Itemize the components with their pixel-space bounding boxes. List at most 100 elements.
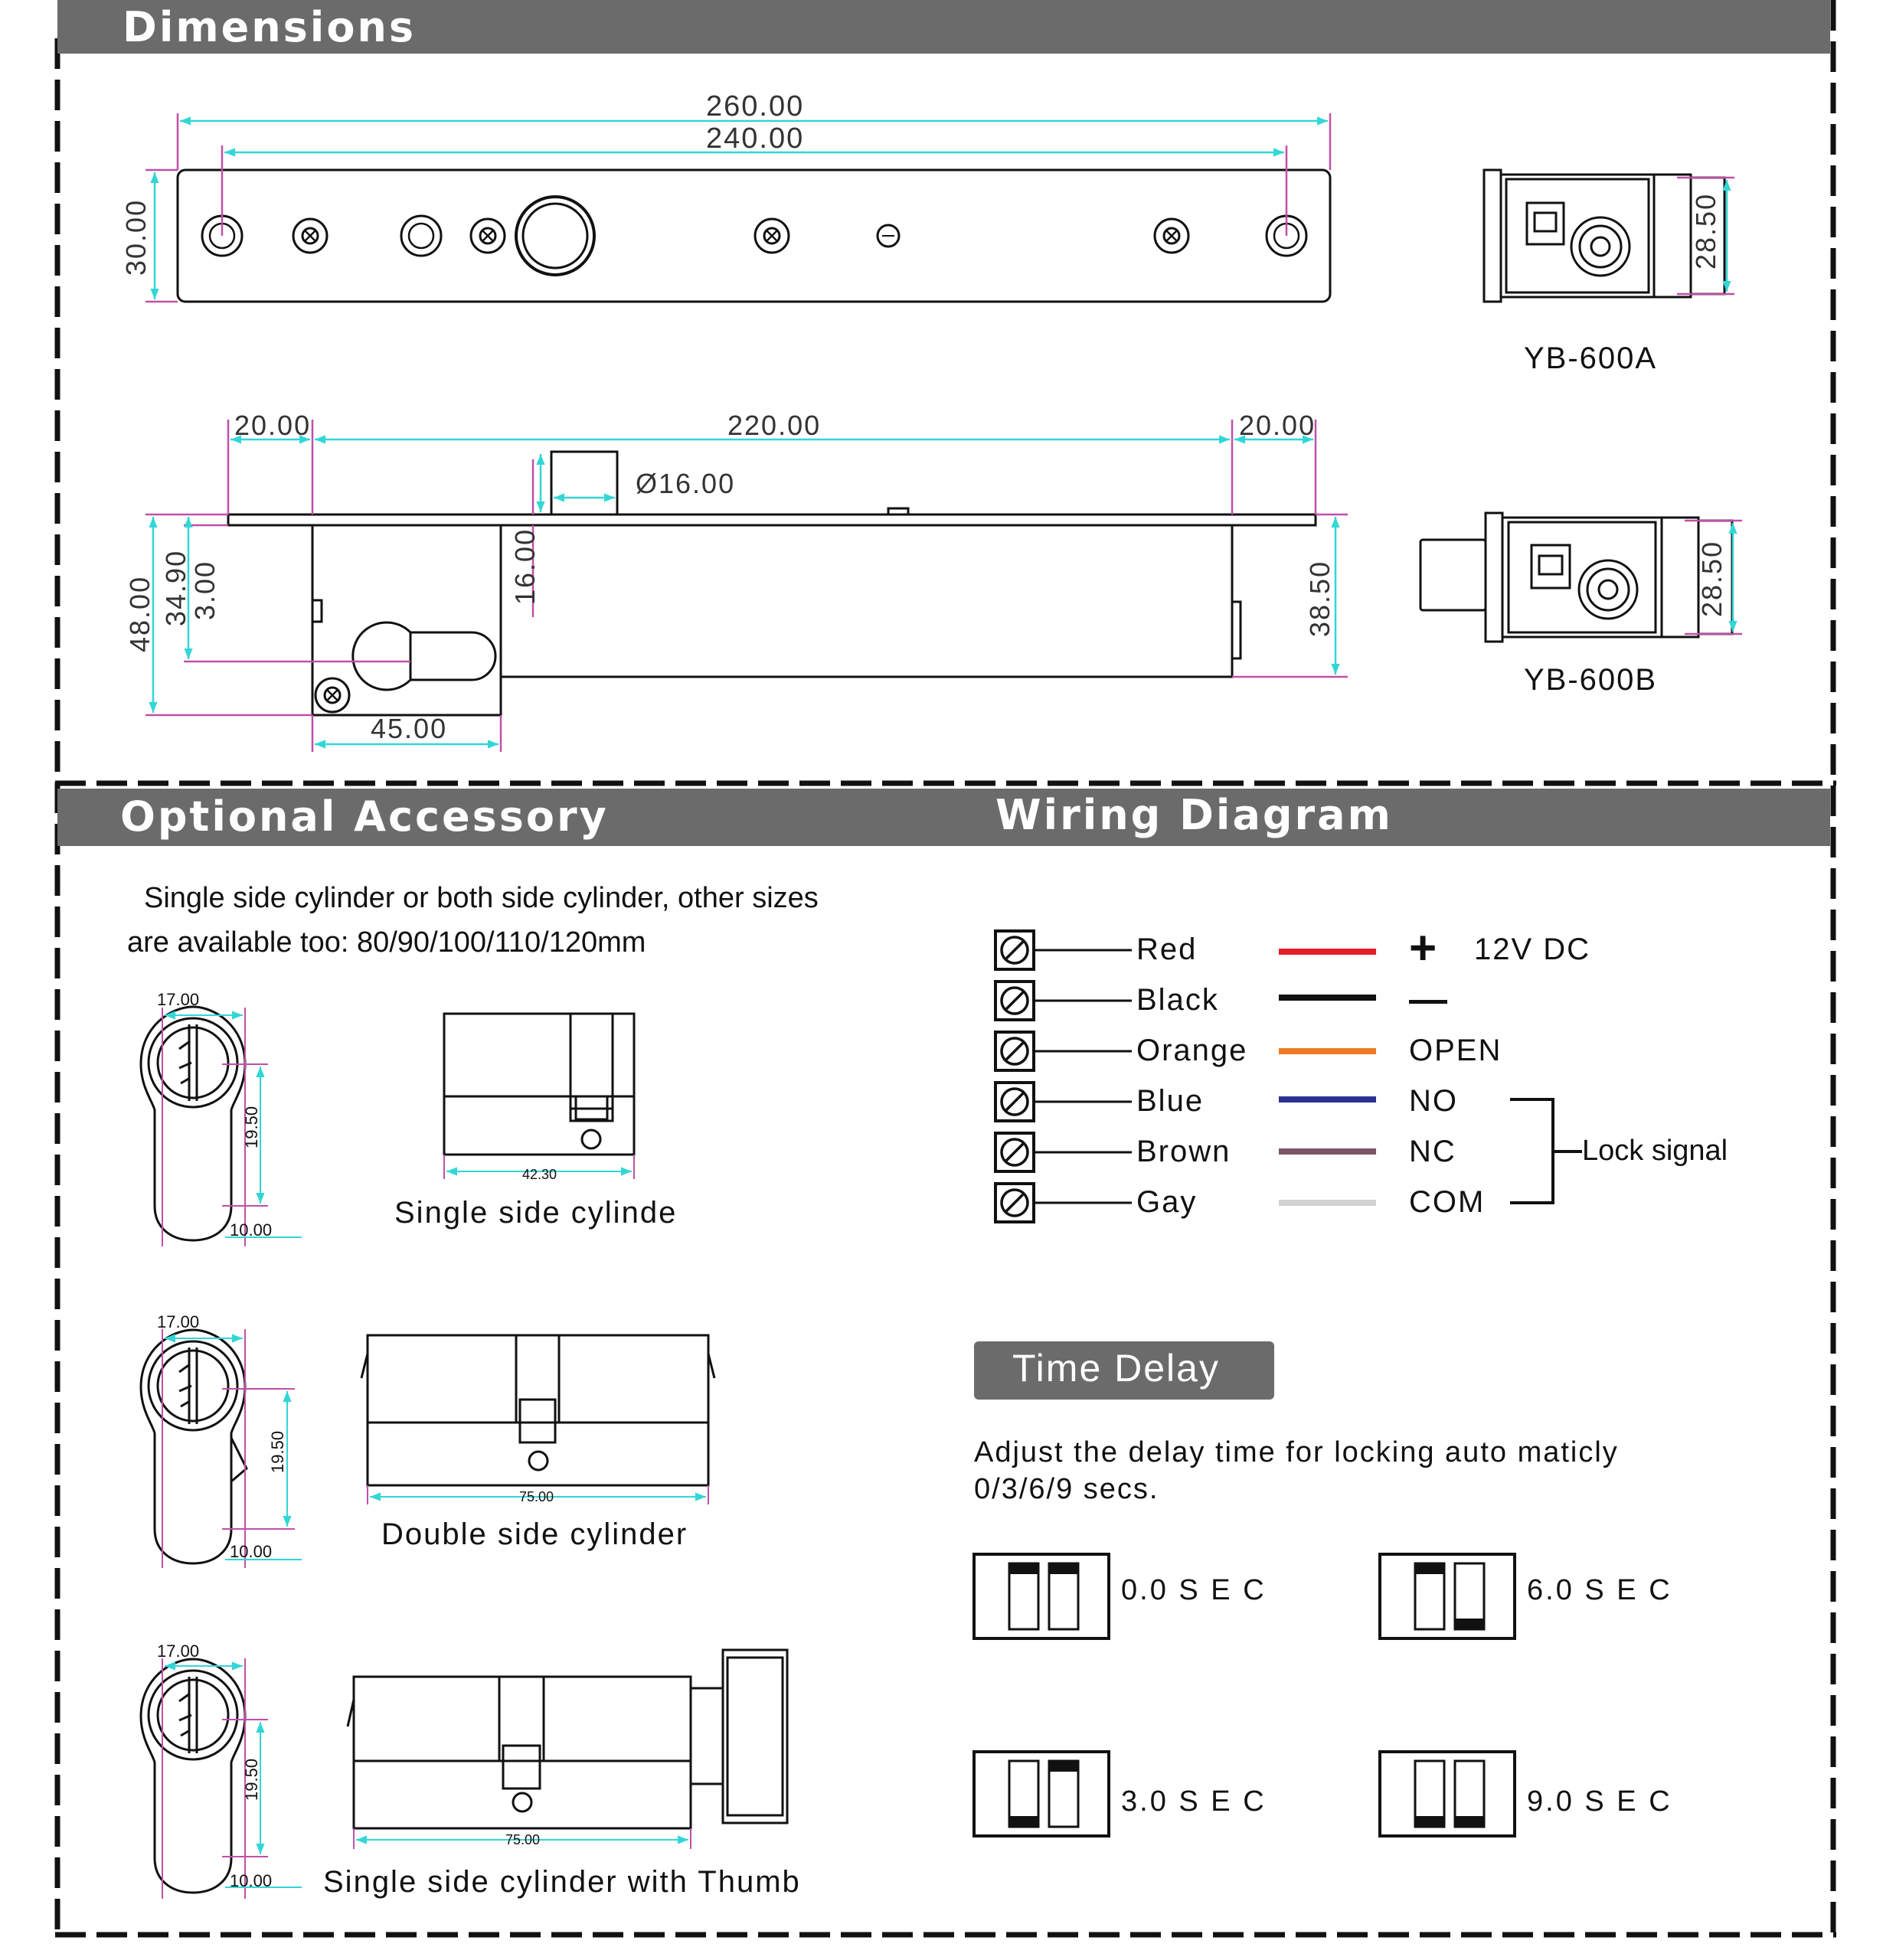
dip-switch-3	[973, 1750, 1110, 1838]
delay-label-3: 3.0 S E C	[1121, 1785, 1267, 1818]
signal-open: OPEN	[1409, 1034, 1502, 1067]
cyl2-length: 75.00	[519, 1489, 554, 1504]
wire-color-swatches	[1279, 949, 1376, 1206]
faceplate-top-view	[176, 168, 1332, 303]
terminal-gray	[994, 1182, 1132, 1223]
signal-nc: NC	[1409, 1135, 1456, 1168]
delay-label-6: 6.0 S E C	[1527, 1574, 1672, 1606]
cylinder-2-side	[360, 1334, 716, 1504]
dip-knob-down	[1455, 1816, 1484, 1827]
accessory-title: Optional Accessory	[120, 792, 609, 841]
cyl2-bottom: 10.00	[230, 1542, 273, 1561]
wire-label-black: Black	[1136, 983, 1219, 1017]
terminal-black	[994, 980, 1132, 1021]
cyl2-caption: Double side cylinder	[381, 1517, 688, 1551]
model-b-dim: 28.50	[1696, 540, 1728, 617]
delay-label-0: 0.0 S E C	[1121, 1574, 1267, 1606]
dip-knob-up	[1049, 1563, 1078, 1574]
dim-16-dia: Ø16.00	[636, 468, 736, 499]
signal-12v-dc: 12V DC	[1474, 933, 1591, 966]
wire-label-brown: Brown	[1136, 1135, 1231, 1168]
dip-switch-4	[1378, 1750, 1516, 1838]
cyl2-width: 17.00	[157, 1312, 200, 1331]
dip-switch-2	[1378, 1553, 1516, 1640]
model-b-name: YB-600B	[1524, 663, 1658, 697]
cyl3-bottom: 10.00	[230, 1871, 273, 1890]
yb-600b-dimension	[1685, 519, 1742, 635]
cyl2-height: 19.50	[268, 1430, 287, 1473]
dim-20-left: 20.00	[234, 410, 312, 441]
terminal-orange	[994, 1031, 1132, 1072]
dip-switch-1	[973, 1553, 1110, 1640]
wiring-title: Wiring Diagram	[995, 791, 1393, 839]
yb-600b-end-view	[1419, 511, 1734, 643]
yb-600a-end-view	[1482, 168, 1726, 303]
dim-30: 30.00	[120, 198, 152, 276]
wire-label-blue: Blue	[1136, 1084, 1205, 1118]
top-view-dimension-lines	[145, 113, 1332, 303]
dim-16: 16.00	[509, 528, 541, 605]
dip-knob-up	[1009, 1563, 1038, 1574]
accessory-intro-line-1: Single side cylinder or both side cylind…	[144, 882, 819, 914]
cyl1-width: 17.00	[157, 990, 200, 1009]
cyl3-caption: Single side cylinder with Thumb	[323, 1865, 801, 1899]
cyl3-width: 17.00	[157, 1642, 200, 1661]
time-delay-title-bar	[974, 1341, 1274, 1400]
accessory-intro-line-2: are available too: 80/90/100/110/120mm	[127, 926, 646, 959]
lock-signal-label: Lock signal	[1582, 1135, 1728, 1167]
dim-240: 240.00	[706, 122, 805, 155]
terminal-brown	[994, 1132, 1132, 1173]
page-border	[54, 0, 1836, 1938]
cyl1-bottom: 10.00	[230, 1220, 273, 1240]
model-a-dim: 28.50	[1690, 192, 1721, 270]
cylinder-1-side	[443, 1012, 636, 1179]
dim-34-9: 34.90	[160, 549, 191, 626]
dip-switches	[973, 1553, 1516, 1838]
signal-com: COM	[1409, 1185, 1486, 1219]
dim-48: 48.00	[124, 575, 155, 652]
dimensions-title: Dimensions	[123, 3, 417, 51]
time-delay-desc-1: Adjust the delay time for locking auto m…	[974, 1436, 1619, 1468]
dip-knob-down	[1455, 1619, 1484, 1629]
lock-signal-bracket	[1510, 1098, 1582, 1204]
dip-knob-up	[1049, 1761, 1078, 1772]
wire-label-gray: Gay	[1136, 1185, 1198, 1219]
cylinder-1-front	[139, 1005, 302, 1246]
plus-symbol: +	[1409, 922, 1437, 975]
cyl3-height: 19.50	[242, 1758, 261, 1801]
dim-220: 220.00	[727, 410, 822, 441]
cylinder-2-front	[139, 1328, 302, 1568]
cyl1-length: 42.30	[522, 1167, 557, 1182]
model-a-name: YB-600A	[1524, 341, 1658, 375]
dip-knob-down	[1415, 1816, 1444, 1827]
cyl3-length: 75.00	[505, 1832, 541, 1847]
time-delay-title: Time Delay	[1012, 1347, 1220, 1390]
cyl1-caption: Single side cylinde	[394, 1196, 678, 1230]
dim-260: 260.00	[706, 90, 805, 122]
terminal-red	[994, 929, 1132, 971]
minus-symbol: —	[1409, 978, 1447, 1021]
wiring-terminals	[994, 929, 1132, 1223]
wire-label-red: Red	[1136, 933, 1198, 966]
cylinder-3-side	[346, 1648, 789, 1849]
dim-3: 3.00	[189, 560, 221, 620]
wire-label-orange: Orange	[1136, 1034, 1248, 1067]
accessory-header-bar	[57, 789, 1830, 846]
side-view-dimension-lines	[145, 420, 1348, 752]
signal-no: NO	[1409, 1084, 1458, 1118]
dim-38-5: 38.50	[1304, 560, 1335, 637]
cylinder-3-front	[139, 1658, 302, 1899]
dip-knob-up	[1415, 1563, 1444, 1574]
cyl1-height: 19.50	[242, 1106, 261, 1148]
dimensions-header-bar	[57, 0, 1830, 54]
lock-body-side-view	[227, 450, 1317, 717]
dip-knob-down	[1009, 1816, 1038, 1827]
dim-45: 45.00	[371, 713, 448, 744]
terminal-blue	[994, 1081, 1132, 1122]
yb-600a-dimension	[1677, 176, 1734, 296]
time-delay-desc-2: 0/3/6/9 secs.	[974, 1473, 1159, 1505]
dim-20-right: 20.00	[1239, 410, 1316, 441]
delay-label-9: 9.0 S E C	[1527, 1785, 1672, 1818]
